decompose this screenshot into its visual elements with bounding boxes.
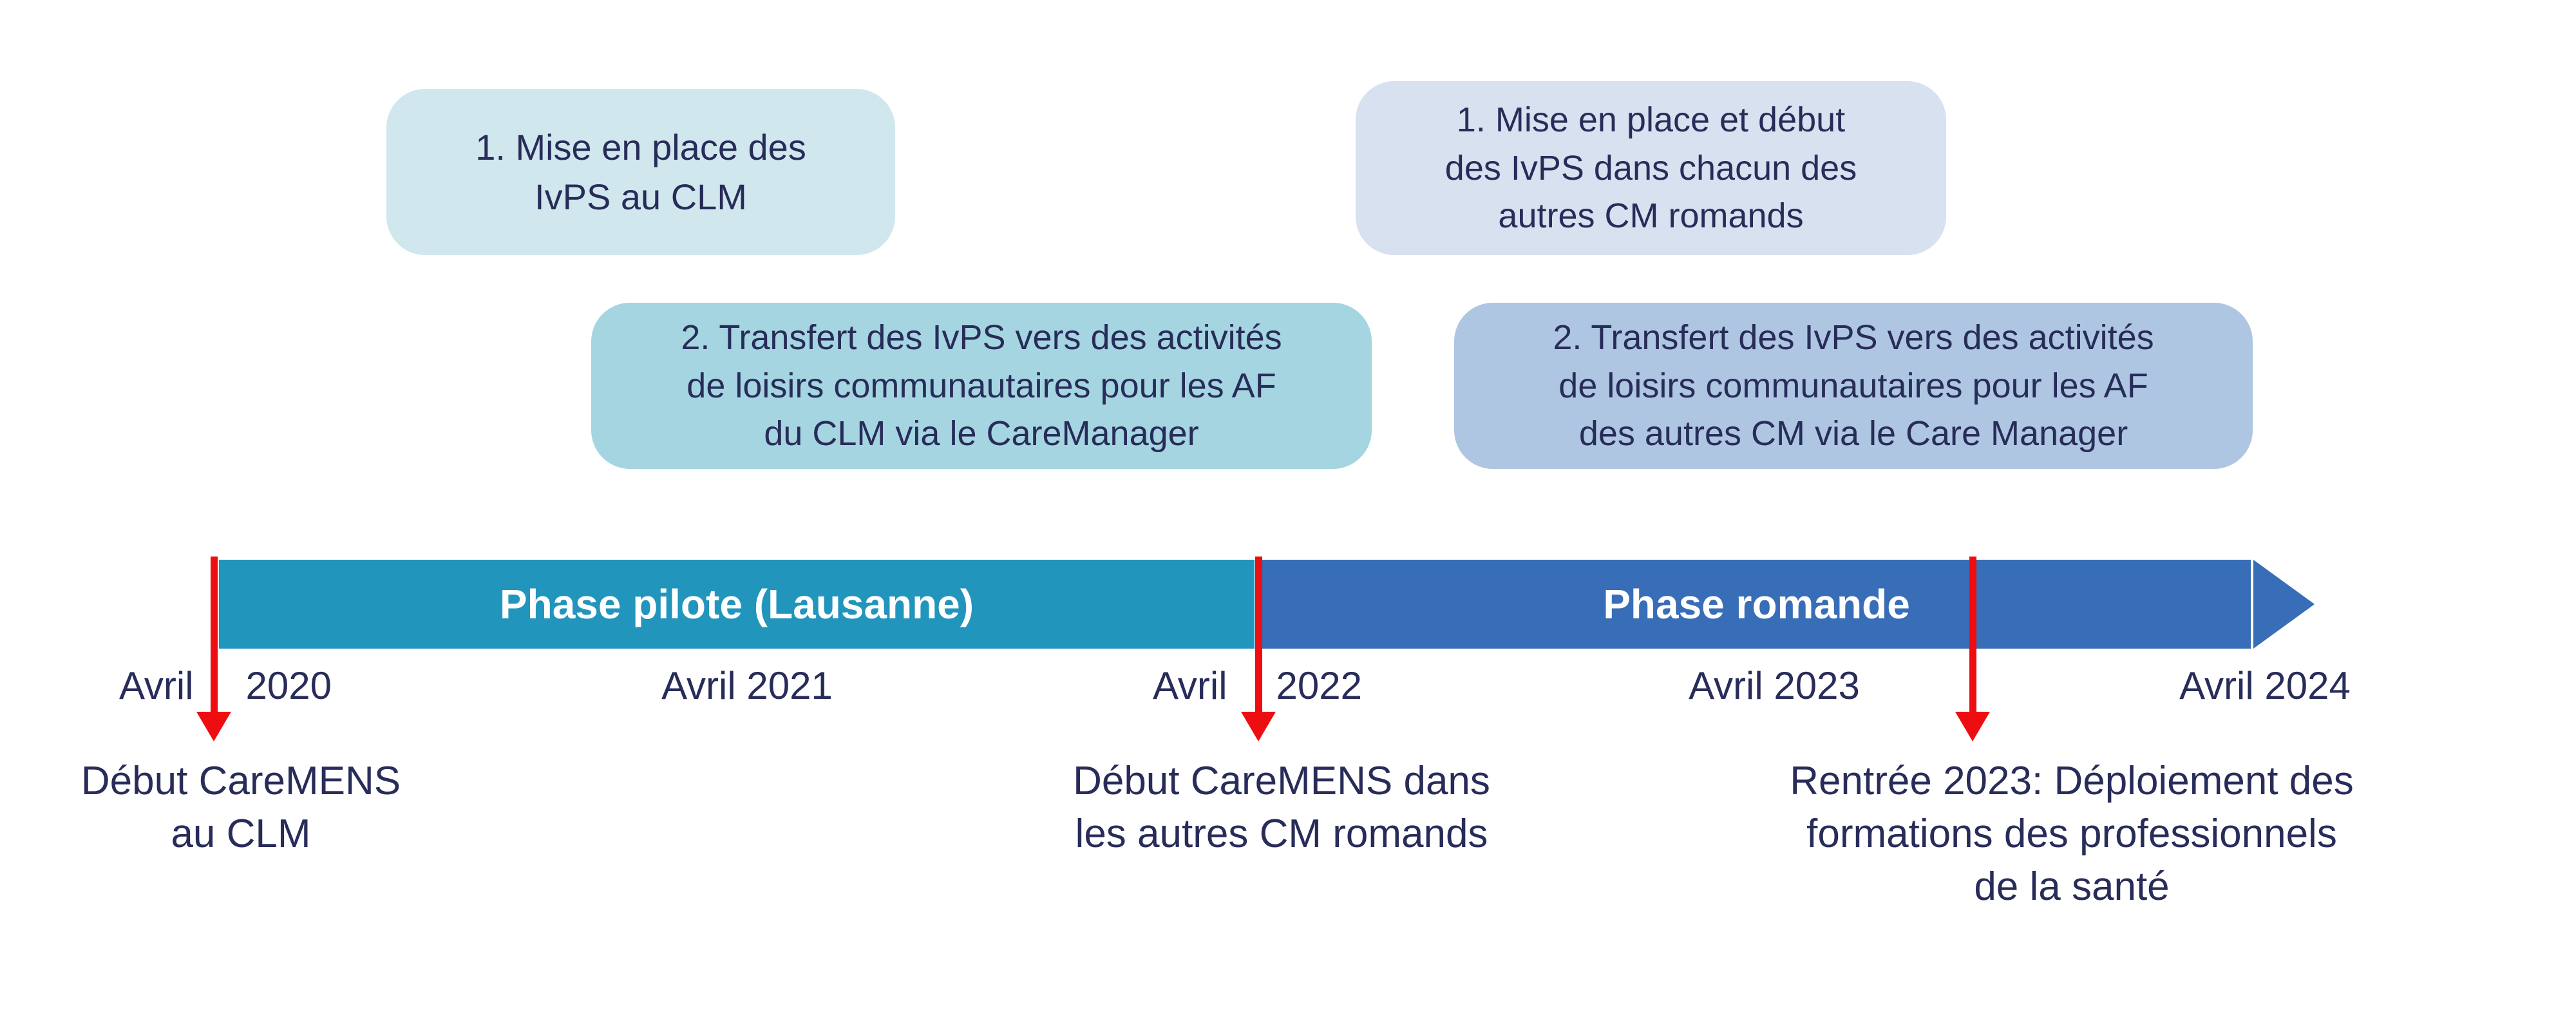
callout-pilote-step1: 1. Mise en place des IvPS au CLM bbox=[386, 89, 895, 255]
milestone-label-clm-start: Début CareMENS au CLM bbox=[80, 759, 401, 856]
milestone-arrow-2023-shaft bbox=[1969, 557, 1976, 712]
milestone-arrow-2023-icon bbox=[1955, 557, 1990, 741]
date-avril-2024: Avril 2024 bbox=[2179, 664, 2351, 707]
milestone-label-romande-start: Début CareMENS dans les autres CM romand… bbox=[1073, 759, 1490, 856]
date-avril-2020: Avril 2020 bbox=[119, 663, 332, 708]
phase-romande-label: Phase romande bbox=[1603, 581, 1910, 627]
milestone-arrow-2022-shaft bbox=[1255, 557, 1262, 712]
milestone-arrow-2022-icon bbox=[1241, 557, 1276, 741]
milestone-arrow-2020-head bbox=[196, 712, 231, 741]
timeline-arrowhead-icon bbox=[2253, 560, 2315, 649]
milestone-arrow-2022-head bbox=[1241, 712, 1276, 741]
phase-romande-bar: Phase romande bbox=[1262, 560, 2251, 649]
date-avril-2022-month: Avril bbox=[1153, 664, 1227, 707]
date-avril-2020-month: Avril bbox=[119, 664, 194, 707]
callout-romande-step2: 2. Transfert des IvPS vers des activités… bbox=[1454, 303, 2253, 469]
date-avril-2023: Avril 2023 bbox=[1689, 664, 1860, 707]
date-avril-2022: Avril 2022 bbox=[1153, 663, 1362, 708]
date-avril-2020-year: 2020 bbox=[245, 664, 332, 707]
phase-pilote-bar: Phase pilote (Lausanne) bbox=[219, 560, 1255, 649]
date-avril-2022-year: 2022 bbox=[1276, 664, 1362, 707]
phase-pilote-label: Phase pilote (Lausanne) bbox=[499, 581, 974, 627]
date-avril-2021: Avril 2021 bbox=[661, 664, 833, 707]
callout-pilote-step2: 2. Transfert des IvPS vers des activités… bbox=[591, 303, 1372, 469]
callout-romande-step1: 1. Mise en place et début des IvPS dans … bbox=[1356, 81, 1946, 255]
milestone-arrow-2023-head bbox=[1955, 712, 1990, 741]
milestone-label-training-2023: Rentrée 2023: Déploiement des formations… bbox=[1790, 759, 2354, 909]
milestone-arrow-2020-icon bbox=[196, 557, 231, 741]
milestone-arrow-2020-shaft bbox=[210, 557, 218, 712]
